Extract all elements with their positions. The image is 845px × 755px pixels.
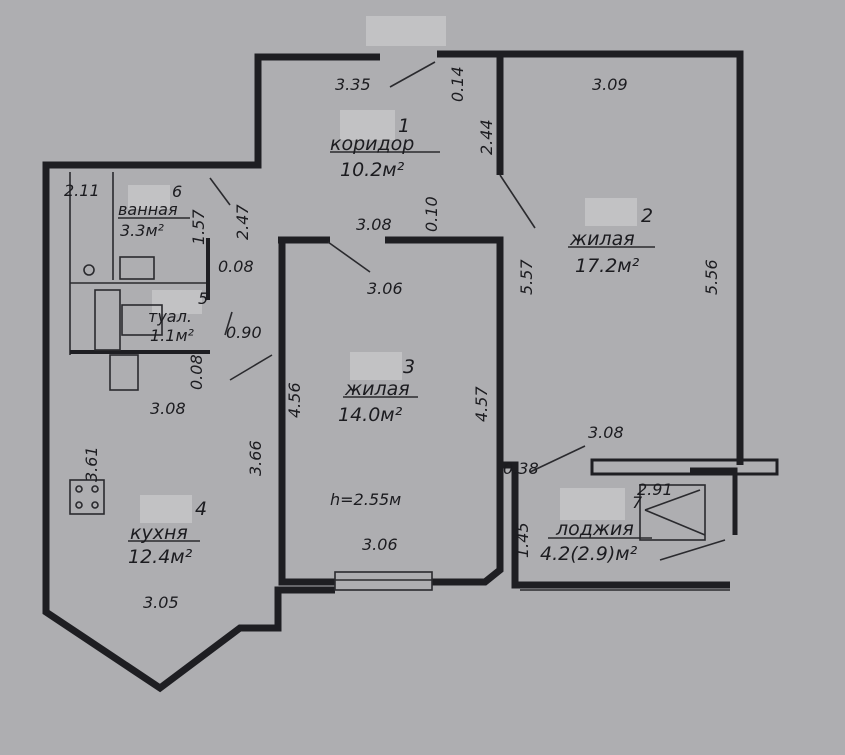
dimension-label: 4.56 bbox=[285, 382, 304, 418]
living2-name: жилая bbox=[569, 228, 635, 250]
toilet-name: туал. bbox=[148, 307, 192, 326]
dimension-label: 2.11 bbox=[64, 181, 100, 200]
dimension-label: 0.08 bbox=[218, 257, 254, 276]
dimension-label: 3.09 bbox=[592, 75, 628, 94]
kitchen-name: кухня bbox=[130, 522, 188, 544]
dimension-label: 5.57 bbox=[517, 259, 536, 295]
corridor-area: 10.2м² bbox=[340, 159, 405, 181]
kitchen-area: 12.4м² bbox=[128, 546, 193, 568]
dimension-label: 3.08 bbox=[588, 423, 624, 442]
dimension-label: 3.61 bbox=[82, 446, 101, 482]
dimension-label: 3.66 bbox=[246, 440, 265, 476]
dimension-label: 3.35 bbox=[335, 75, 371, 94]
dimension-label: 4.57 bbox=[472, 386, 491, 422]
living2-area: 17.2м² bbox=[575, 255, 640, 277]
loggia-number: 7 bbox=[632, 493, 643, 512]
dimension-label: 2.44 bbox=[477, 119, 496, 155]
corridor-number: 1 bbox=[398, 115, 410, 137]
dimension-label: 0.14 bbox=[448, 66, 467, 102]
dimension-label: 0.38 bbox=[503, 459, 539, 478]
dimension-label: 1.57 bbox=[189, 209, 208, 245]
dimension-label: 2.91 bbox=[637, 480, 673, 499]
dimension-label: 3.08 bbox=[356, 215, 392, 234]
living3-number: 3 bbox=[403, 356, 415, 378]
dimension-label: 2.47 bbox=[233, 204, 252, 240]
fixtures bbox=[69, 172, 706, 541]
dimension-label: 3.08 bbox=[150, 399, 186, 418]
dimension-label: 1.45 bbox=[513, 522, 532, 558]
dimension-label: 3.06 bbox=[362, 535, 398, 554]
toilet-number: 5 bbox=[198, 289, 208, 308]
dimension-label: 0.10 bbox=[422, 196, 441, 232]
kitchen-number: 4 bbox=[195, 498, 207, 520]
bathroom-area: 3.3м² bbox=[120, 221, 165, 240]
toilet-area: 1.1м² bbox=[150, 326, 195, 345]
living3-area: 14.0м² bbox=[338, 404, 403, 426]
ceiling-height: h=2.55м bbox=[330, 490, 401, 509]
walls bbox=[42, 50, 779, 693]
loggia-name: лоджия bbox=[555, 518, 634, 540]
redaction-marks bbox=[128, 16, 637, 523]
dimension-label: 3.06 bbox=[367, 279, 403, 298]
dimension-label: 5.56 bbox=[702, 259, 721, 295]
dimension-label: 3.05 bbox=[143, 593, 179, 612]
dimension-label: 0.90 bbox=[226, 323, 262, 342]
living3-name: жилая bbox=[344, 378, 410, 400]
corridor-name: коридор bbox=[330, 133, 414, 155]
bathroom-name: ванная bbox=[118, 200, 178, 219]
door-swings bbox=[118, 61, 726, 561]
dimension-label: 0.08 bbox=[187, 354, 206, 390]
dimension-labels: 3.35 0.14 2.44 3.09 5.56 5.57 2.11 1.57 … bbox=[64, 66, 721, 612]
loggia-area: 4.2(2.9)м² bbox=[540, 543, 638, 565]
bathroom-number: 6 bbox=[172, 182, 182, 201]
living2-number: 2 bbox=[641, 205, 653, 227]
